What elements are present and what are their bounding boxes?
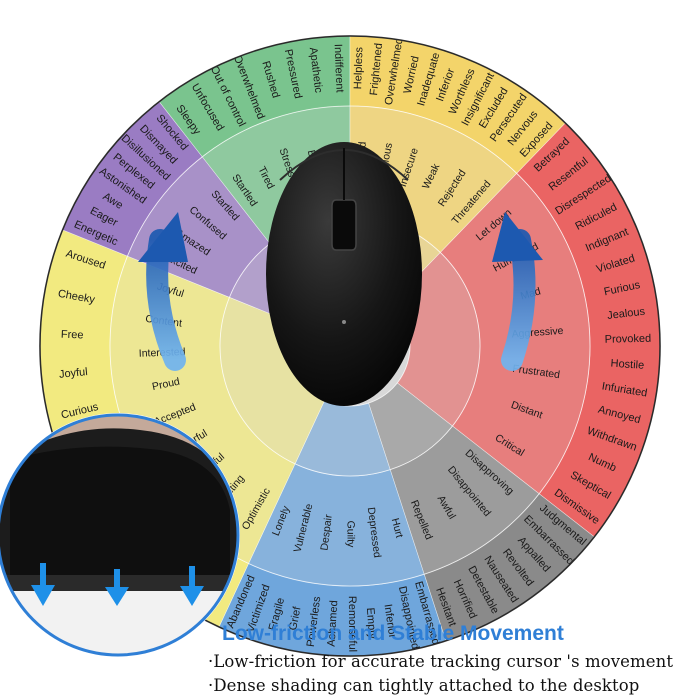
wheel-word: Provoked bbox=[605, 333, 652, 346]
wheel-word: Free bbox=[61, 329, 84, 342]
headline: Low-friction and Stable Movement bbox=[222, 622, 564, 645]
wheel-word: Proud bbox=[151, 376, 181, 394]
wheel-word: Empty bbox=[364, 607, 378, 639]
wheel-word: Apathetic bbox=[307, 47, 325, 94]
scroll-wheel-icon bbox=[331, 199, 357, 251]
wireless-mouse bbox=[266, 142, 422, 406]
right-up-arrow-icon bbox=[492, 212, 543, 371]
wheel-ring bbox=[109, 105, 591, 587]
down-arrow-icon bbox=[105, 569, 129, 606]
feature-line-2: ·Dense shading can tightly attached to t… bbox=[208, 676, 640, 695]
wheel-word: Jealous bbox=[607, 306, 647, 322]
wheel-word: Frightened bbox=[368, 43, 385, 97]
down-arrow-icon bbox=[31, 563, 55, 606]
wheel-word: Inferior bbox=[381, 603, 398, 639]
wheel-word: Indifferent bbox=[332, 44, 346, 93]
wheel-word: Ashamed bbox=[326, 600, 341, 647]
wheel-word: Joyful bbox=[58, 366, 88, 381]
wheel-word: Guilty bbox=[344, 521, 356, 549]
mouse-pad-edge bbox=[39, 35, 661, 657]
wheel-word: Hurt bbox=[389, 517, 406, 539]
wheel-word: Hostile bbox=[610, 358, 644, 372]
down-arrow-icon bbox=[180, 566, 204, 606]
mouse-indicator-light bbox=[342, 320, 346, 324]
left-up-arrow-icon bbox=[138, 212, 188, 371]
feature-line-1: ·Low-friction for accurate tracking curs… bbox=[208, 652, 674, 671]
wheel-word: Grief bbox=[287, 605, 304, 632]
wheel-word: Helpless bbox=[352, 46, 365, 89]
magnified-edge-inset bbox=[0, 413, 240, 657]
wheel-word: Despair bbox=[318, 513, 334, 551]
wheel-word: Remorseful bbox=[346, 596, 358, 652]
